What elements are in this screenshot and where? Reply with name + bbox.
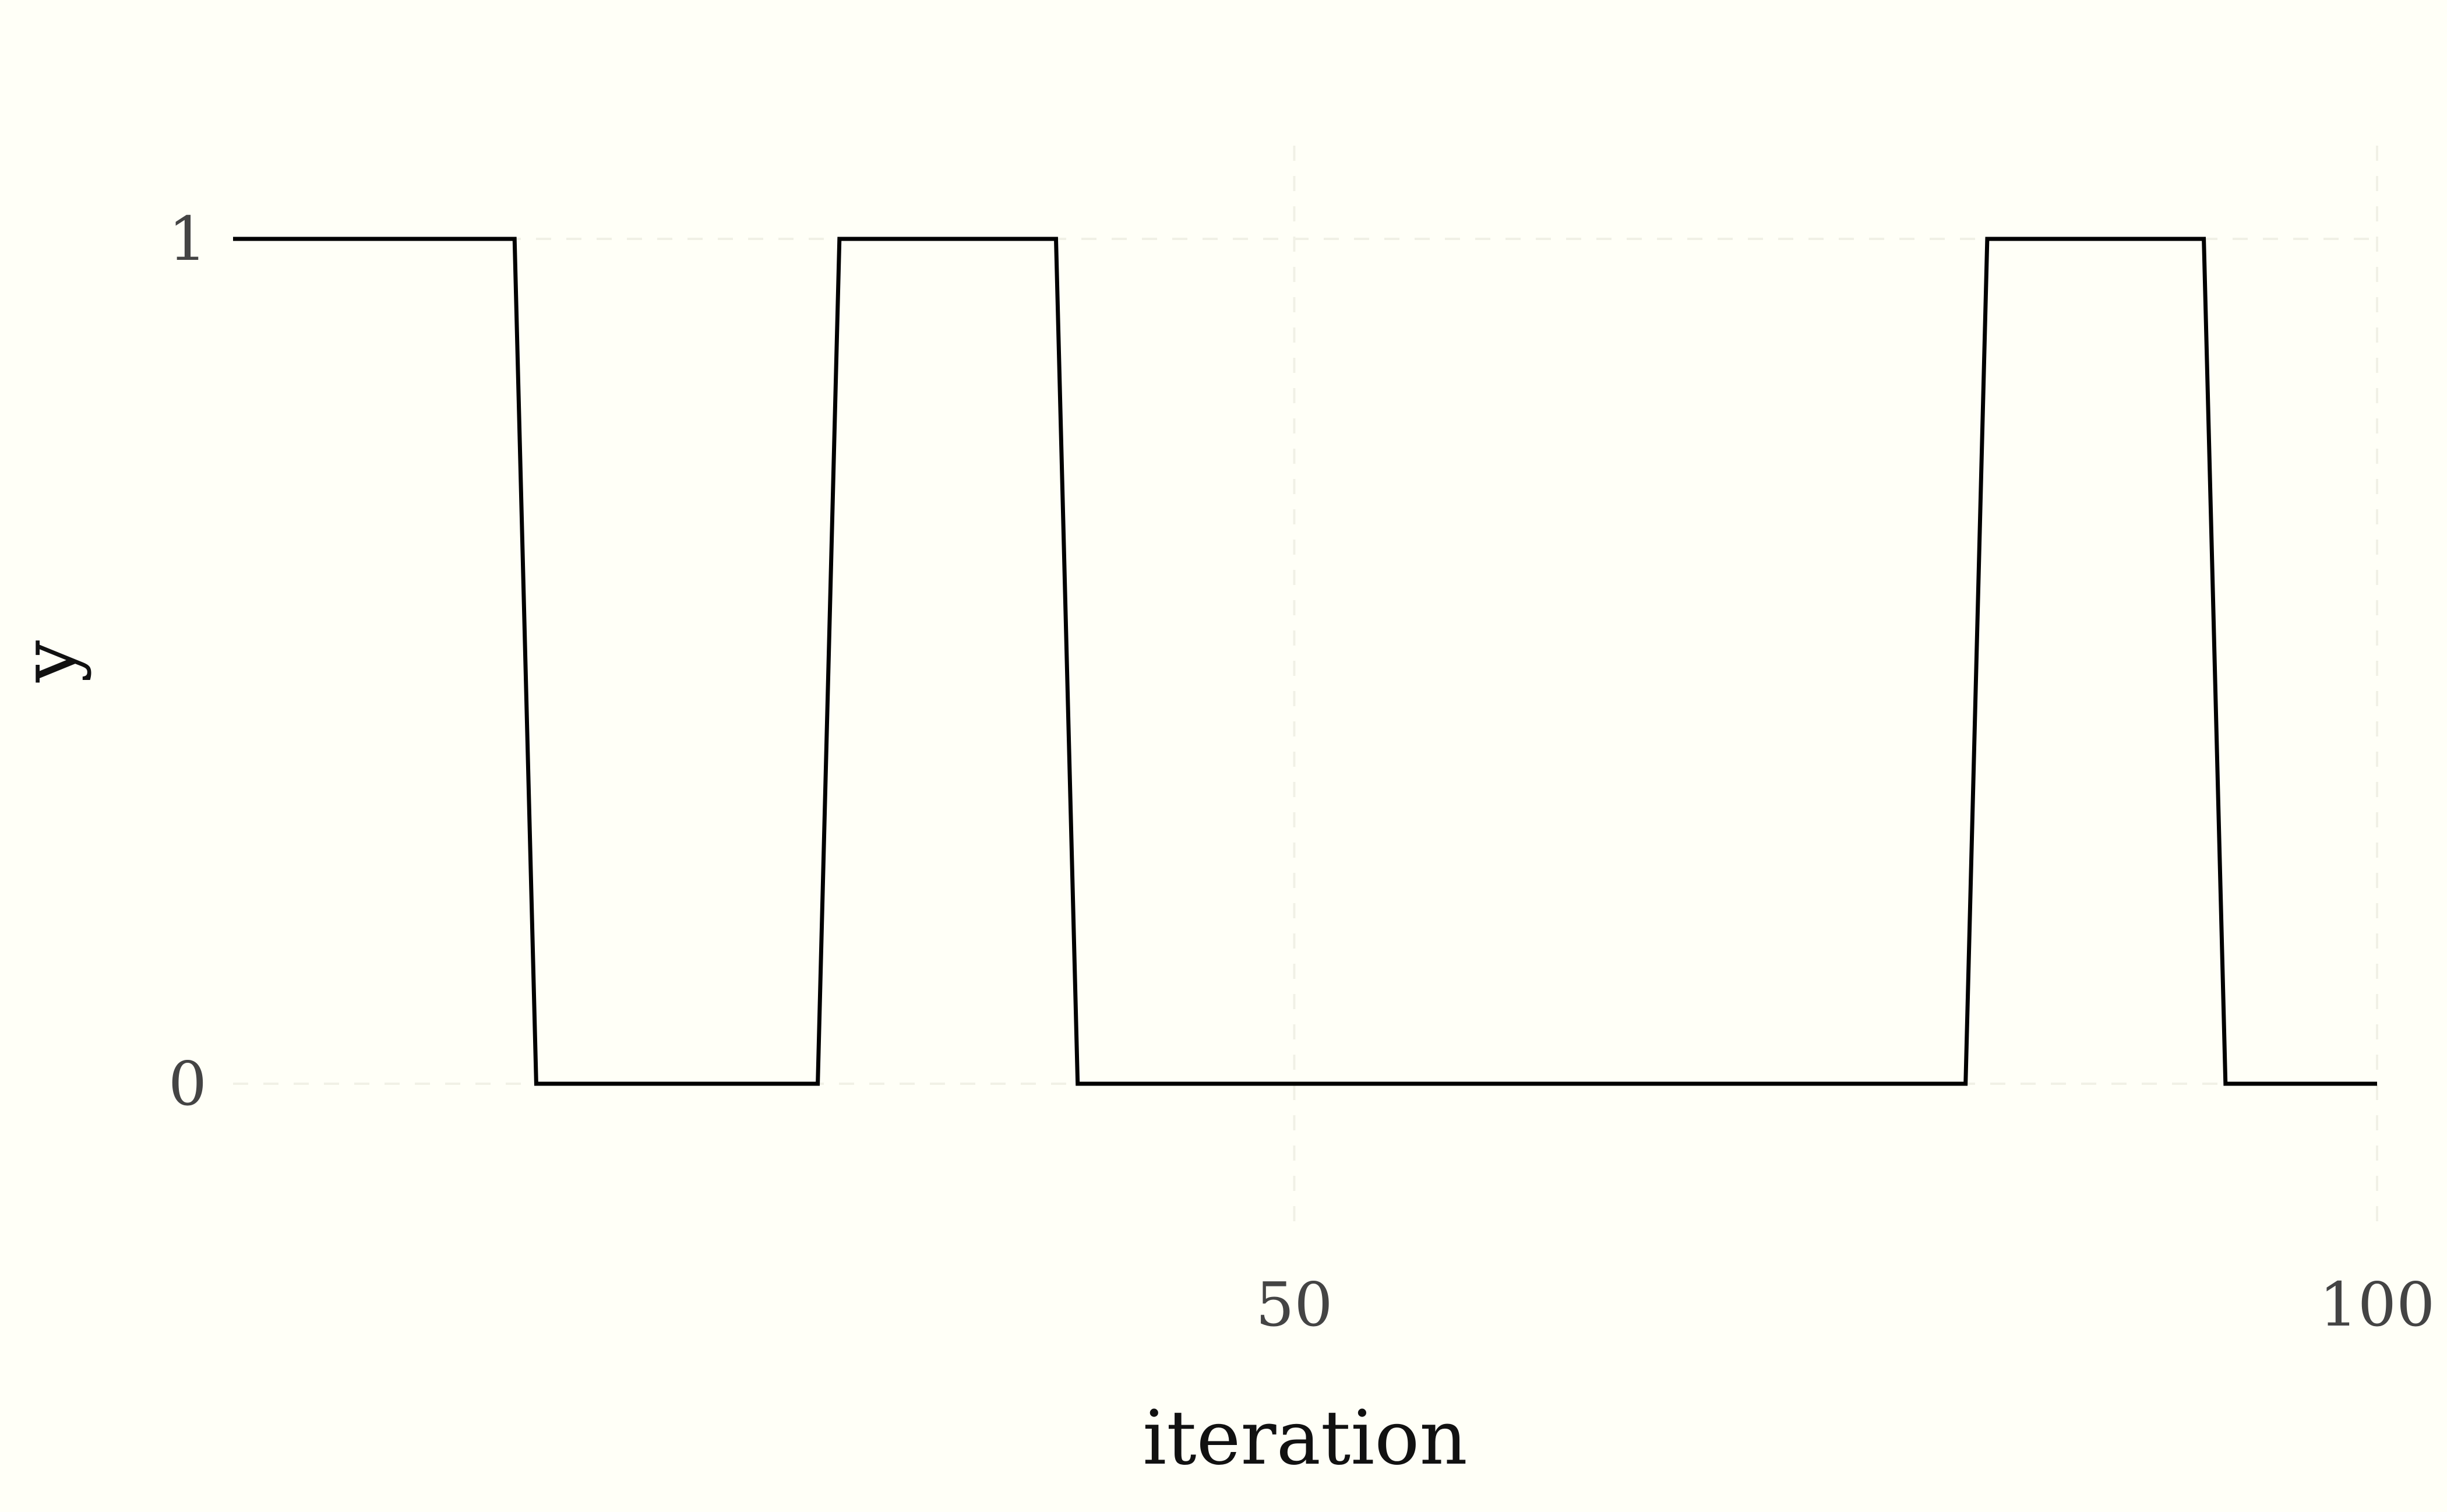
tick-label-layer: 0 1 50 100: [168, 203, 2435, 1340]
series-line: [233, 237, 2377, 1086]
x-axis-title: iteration: [1143, 1395, 1468, 1482]
y-tick-label: 0: [168, 1048, 207, 1119]
y-tick-label: 1: [168, 203, 207, 274]
x-tick-label: 100: [2319, 1269, 2435, 1340]
y-axis-title: y: [6, 640, 93, 683]
grid-layer: [233, 146, 2378, 1229]
series-layer: [233, 237, 2377, 1086]
x-tick-label: 50: [1256, 1269, 1332, 1340]
